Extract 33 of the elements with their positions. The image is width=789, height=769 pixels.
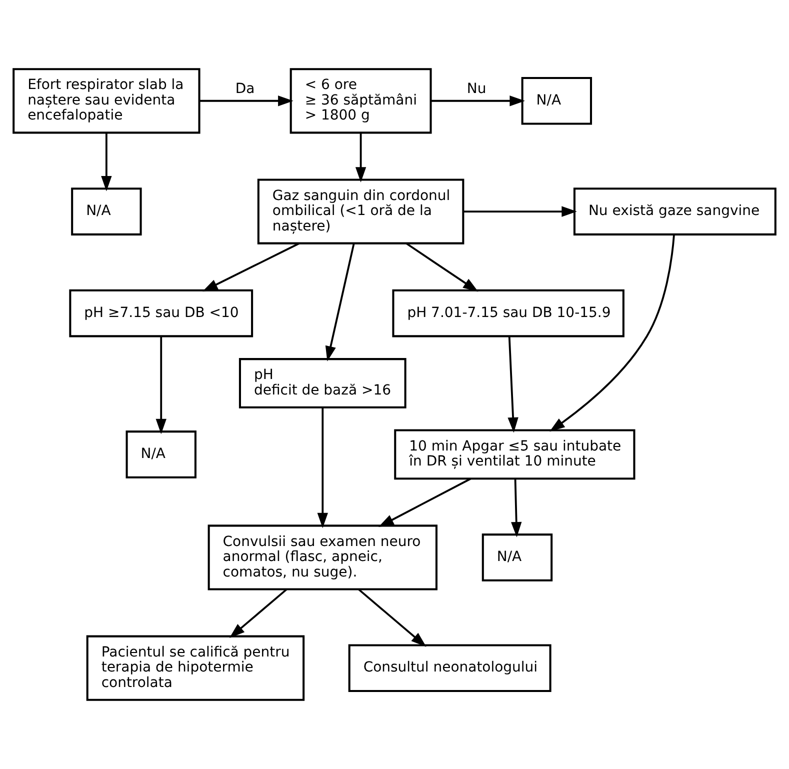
- node-box: pH deficit de bază >16: [238, 358, 406, 408]
- node-box: Efort respirator slab la naștere sau evidenta encefalopatie: [12, 68, 200, 134]
- node-box: Gaz sanguin din cordonul ombilical (<1 oră de la naștere): [257, 178, 464, 244]
- edge-label: Nu: [466, 81, 486, 97]
- arrow: [430, 96, 525, 106]
- arrow: [101, 132, 112, 192]
- arrow: [358, 588, 426, 647]
- arrow: [463, 206, 577, 217]
- arrow: [378, 478, 472, 527]
- node-box: N/A: [521, 76, 592, 125]
- node-box: < 6 ore ≥ 36 săptămâni > 1800 g: [290, 68, 432, 134]
- arrow: [317, 408, 328, 528]
- arrow: [508, 336, 518, 433]
- node-box: pH ≥7.15 sau DB <10: [69, 289, 254, 338]
- arrow: [406, 242, 478, 292]
- node-box: Consultul neonatologului: [348, 644, 552, 692]
- node-box: pH 7.01-7.15 sau DB 10-15.9: [392, 289, 624, 338]
- arrow: [511, 479, 522, 538]
- arrow: [229, 588, 288, 638]
- node-box: Pacientul se califică pentru terapia de hipotermie controlata: [86, 635, 305, 701]
- arrow: [550, 234, 675, 432]
- node-box: N/A: [482, 534, 553, 582]
- node-box: N/A: [71, 188, 142, 236]
- edge-label: Da: [235, 81, 255, 97]
- arrow: [355, 132, 366, 182]
- arrow: [199, 96, 294, 106]
- node-box: Nu există gaze sangvine: [573, 188, 776, 236]
- arrow: [202, 242, 300, 292]
- arrow: [325, 243, 355, 362]
- node-box: N/A: [126, 430, 196, 478]
- arrow: [156, 336, 166, 434]
- node-box: Convulsii sau examen neuro anormal (flasc, apneic, comatos, nu suge).: [208, 524, 438, 590]
- node-box: 10 min Apgar ≤5 sau intubate în DR și ventilat 10 minute: [394, 429, 636, 480]
